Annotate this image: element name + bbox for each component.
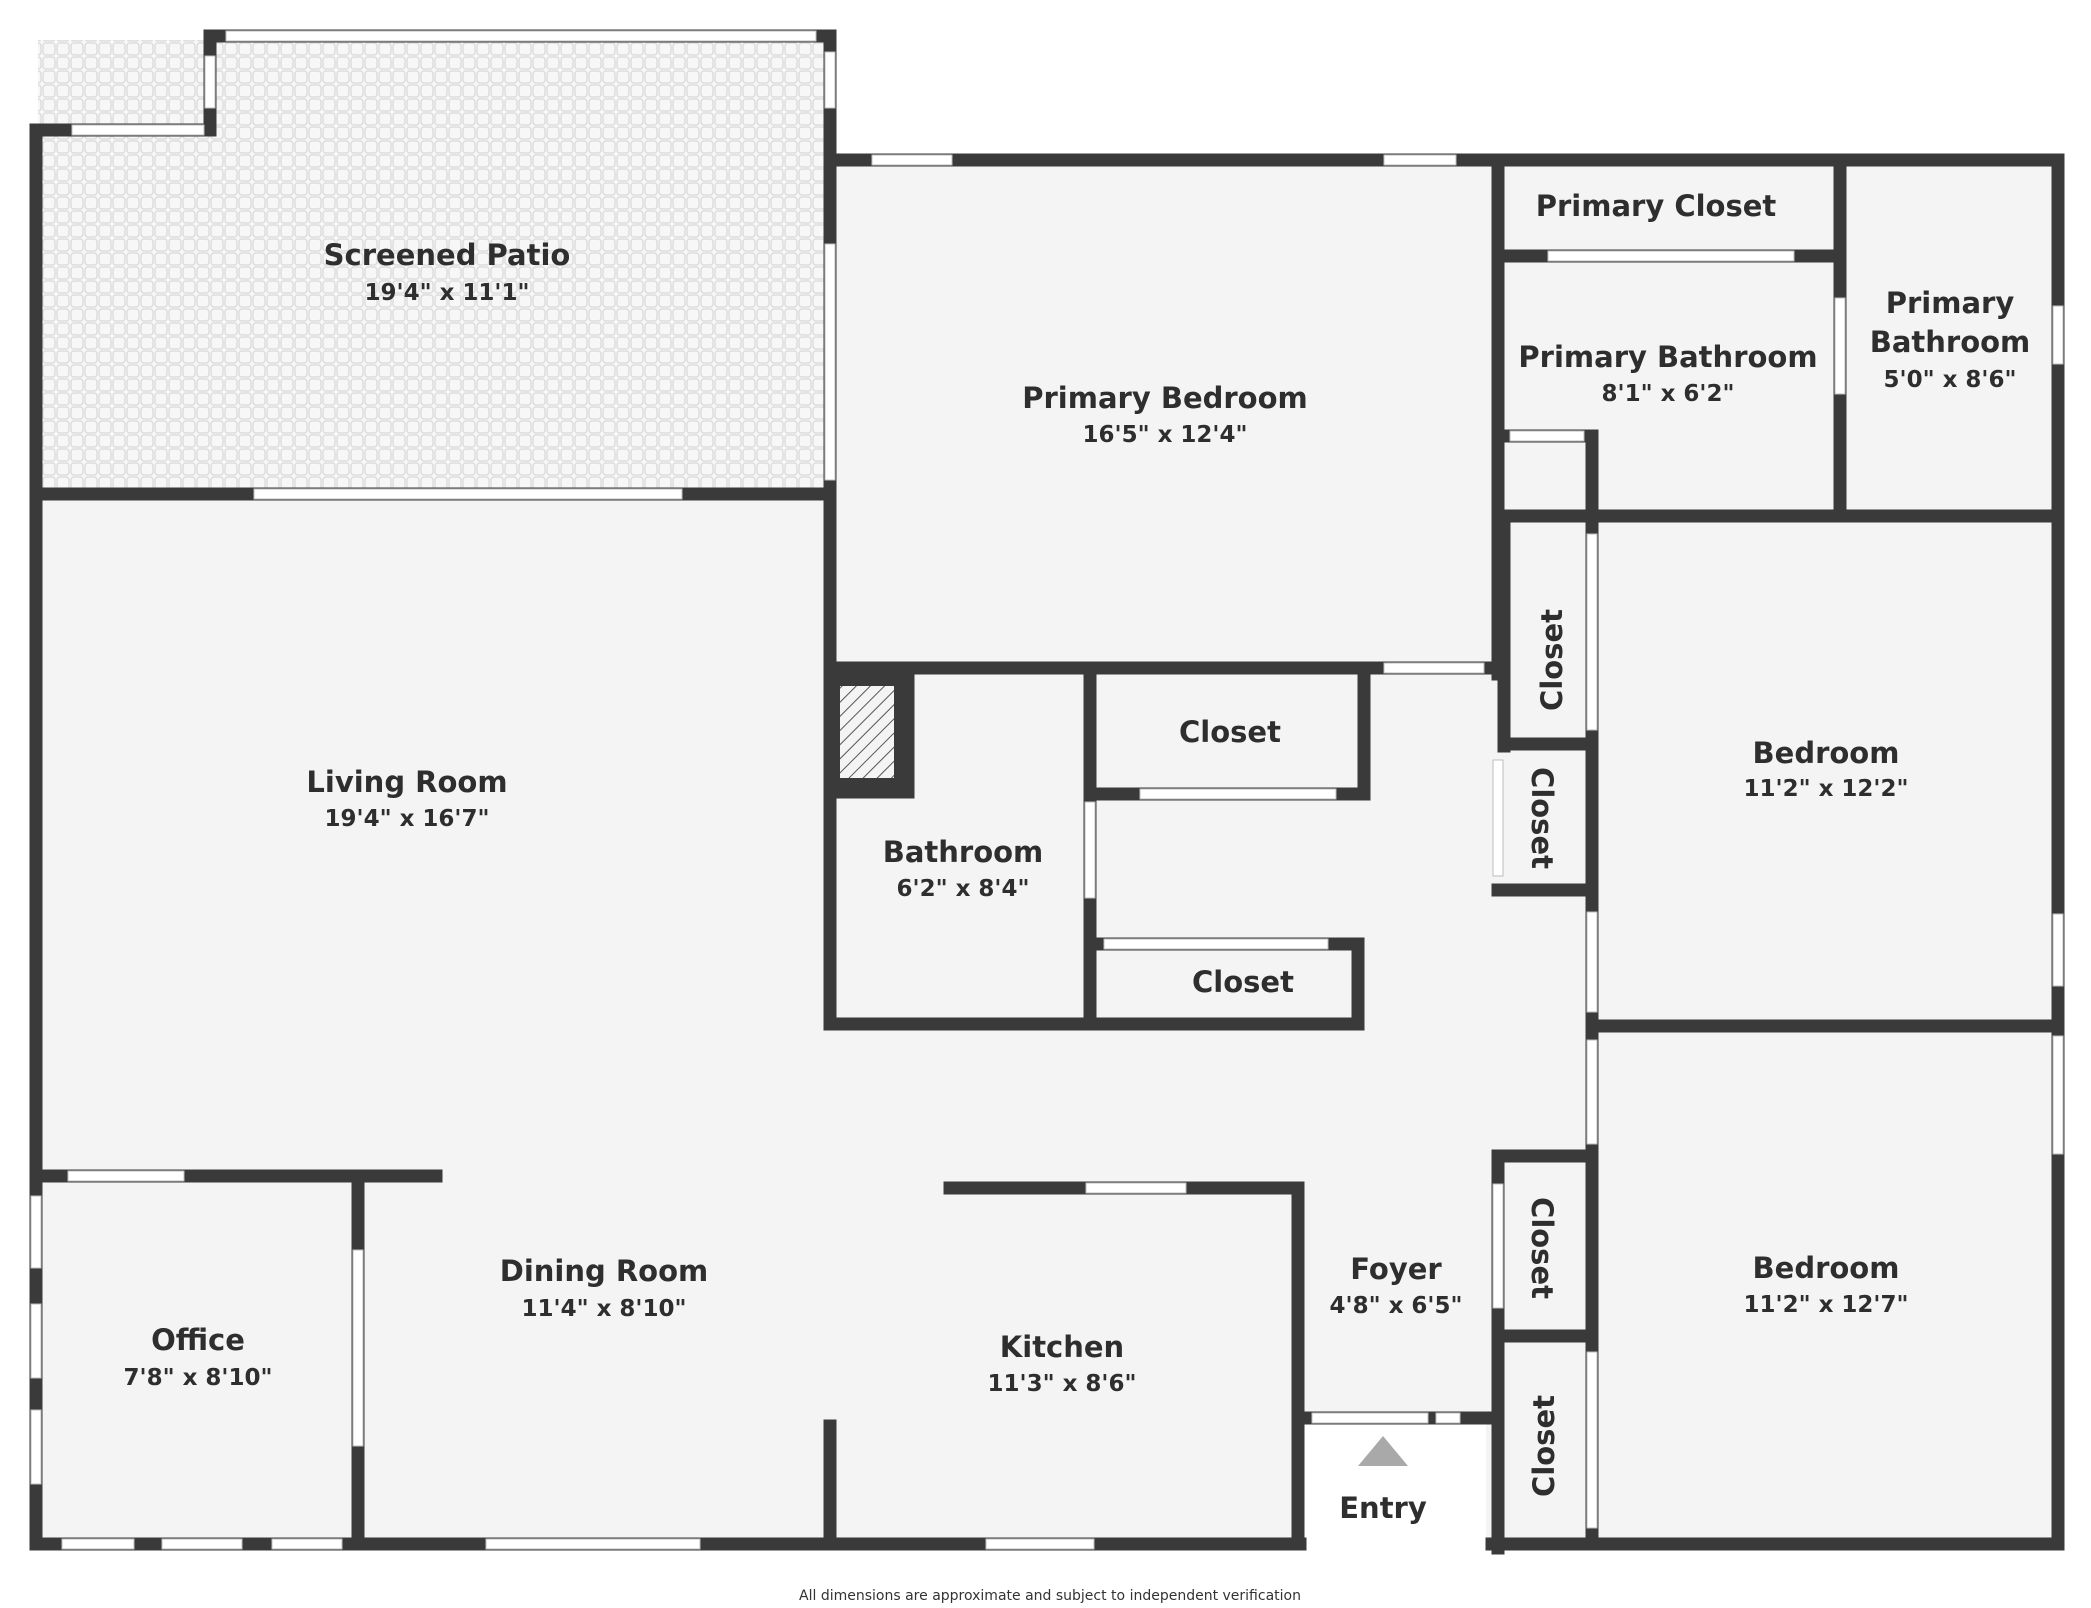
closet-vert-2-name: Closet bbox=[1525, 767, 1559, 869]
bedroom-2-dims: 11'2" x 12'7" bbox=[1744, 1292, 1909, 1318]
closet-vert-1-door bbox=[1586, 533, 1598, 731]
bedroom1-window bbox=[2052, 913, 2064, 987]
closet-vert-4-name: Closet bbox=[1527, 1395, 1561, 1497]
kitchen-north-opening bbox=[1085, 1182, 1187, 1194]
primary-bathroom-1-name: Primary Bathroom bbox=[1518, 340, 1817, 374]
footer-note: All dimensions are approximate and subje… bbox=[799, 1588, 1301, 1604]
primary-bathroom-1-dims: 8'1" x 6'2" bbox=[1602, 381, 1735, 407]
kitchen-name: Kitchen bbox=[1000, 1330, 1124, 1364]
floor-areas bbox=[38, 40, 2054, 1550]
primary-bathroom-2-name-line2: Bathroom bbox=[1870, 325, 2031, 359]
entry-name: Entry bbox=[1339, 1491, 1427, 1525]
primary-closet-name: Primary Closet bbox=[1536, 189, 1777, 223]
entry-arrow-icon bbox=[1358, 1436, 1408, 1466]
kitchen-south-window bbox=[985, 1538, 1095, 1550]
dining-room-dims: 11'4" x 8'10" bbox=[522, 1296, 687, 1322]
dining-room-name: Dining Room bbox=[500, 1254, 709, 1288]
small-closet-door bbox=[1509, 430, 1585, 442]
bedroom-2-name: Bedroom bbox=[1753, 1251, 1900, 1285]
primary-bathroom-2-name-line1: Primary bbox=[1886, 286, 2015, 320]
screened-patio-dims: 19'4" x 11'1" bbox=[365, 280, 530, 306]
bath-door bbox=[1084, 801, 1096, 899]
patio-opening-left bbox=[71, 124, 205, 136]
closet-vert-4-door bbox=[1586, 1351, 1598, 1529]
office-window-3 bbox=[30, 1409, 42, 1485]
primary-bedroom-name: Primary Bedroom bbox=[1022, 381, 1307, 415]
office-south-window-3 bbox=[271, 1538, 343, 1550]
closet-upper-name: Closet bbox=[1179, 715, 1281, 749]
primary-window-1 bbox=[871, 154, 953, 166]
foyer-name: Foyer bbox=[1350, 1252, 1442, 1286]
living-room-name: Living Room bbox=[306, 765, 507, 799]
entry-door bbox=[1311, 1412, 1429, 1424]
closet-vert-2-door bbox=[1492, 759, 1504, 877]
office-name: Office bbox=[151, 1323, 245, 1357]
office-north-opening bbox=[67, 1170, 185, 1182]
screened-patio-name: Screened Patio bbox=[324, 238, 571, 272]
office-dining-door bbox=[352, 1249, 364, 1447]
office-south-window-2 bbox=[161, 1538, 243, 1550]
bedroom2-door bbox=[1586, 1039, 1598, 1145]
primary-closet-door bbox=[1547, 250, 1795, 262]
primary-bath-door bbox=[1834, 297, 1846, 395]
bedroom1-door bbox=[1586, 911, 1598, 1013]
patio-window-right bbox=[824, 51, 836, 109]
patio-window-top bbox=[225, 30, 817, 42]
stair-hatch bbox=[828, 674, 906, 790]
primary-window-2 bbox=[1383, 154, 1457, 166]
entry-sidelight bbox=[1435, 1412, 1461, 1424]
closet-vert-3-door bbox=[1492, 1183, 1504, 1309]
primary-bedroom-dims: 16'5" x 12'4" bbox=[1083, 422, 1248, 448]
closet-lower-door bbox=[1103, 938, 1329, 950]
office-window-2 bbox=[30, 1303, 42, 1379]
closet-vert-3-name: Closet bbox=[1525, 1197, 1559, 1299]
primary-bathroom-2-dims: 5'0" x 8'6" bbox=[1884, 367, 2017, 393]
patio-floor bbox=[38, 40, 824, 488]
bathroom-dims: 6'2" x 8'4" bbox=[897, 876, 1030, 902]
closet-upper-door bbox=[1139, 788, 1337, 800]
living-patio-door bbox=[253, 488, 683, 500]
bedroom2-window bbox=[2052, 1035, 2064, 1155]
patio-door-east bbox=[824, 243, 836, 481]
entry-floor bbox=[1300, 1420, 1486, 1550]
closet-vert-1-name: Closet bbox=[1535, 609, 1569, 711]
primary-bed-hall-door bbox=[1383, 662, 1485, 674]
office-dims: 7'8" x 8'10" bbox=[124, 1365, 273, 1391]
office-south-window-1 bbox=[61, 1538, 135, 1550]
bedroom-1-name: Bedroom bbox=[1753, 736, 1900, 770]
room-labels: Screened Patio 19'4" x 11'1" Primary Bed… bbox=[124, 189, 2031, 1604]
office-window-1 bbox=[30, 1195, 42, 1269]
closet-lower-name: Closet bbox=[1192, 965, 1294, 999]
bathroom-name: Bathroom bbox=[883, 835, 1044, 869]
dining-south-window bbox=[485, 1538, 701, 1550]
living-room-dims: 19'4" x 16'7" bbox=[325, 806, 490, 832]
primary-bath-window bbox=[2052, 305, 2064, 365]
kitchen-dims: 11'3" x 8'6" bbox=[988, 1371, 1137, 1397]
openings bbox=[30, 30, 2064, 1550]
patio-window-left bbox=[204, 55, 216, 109]
bedroom-1-dims: 11'2" x 12'2" bbox=[1744, 776, 1909, 802]
foyer-dims: 4'8" x 6'5" bbox=[1330, 1293, 1463, 1319]
